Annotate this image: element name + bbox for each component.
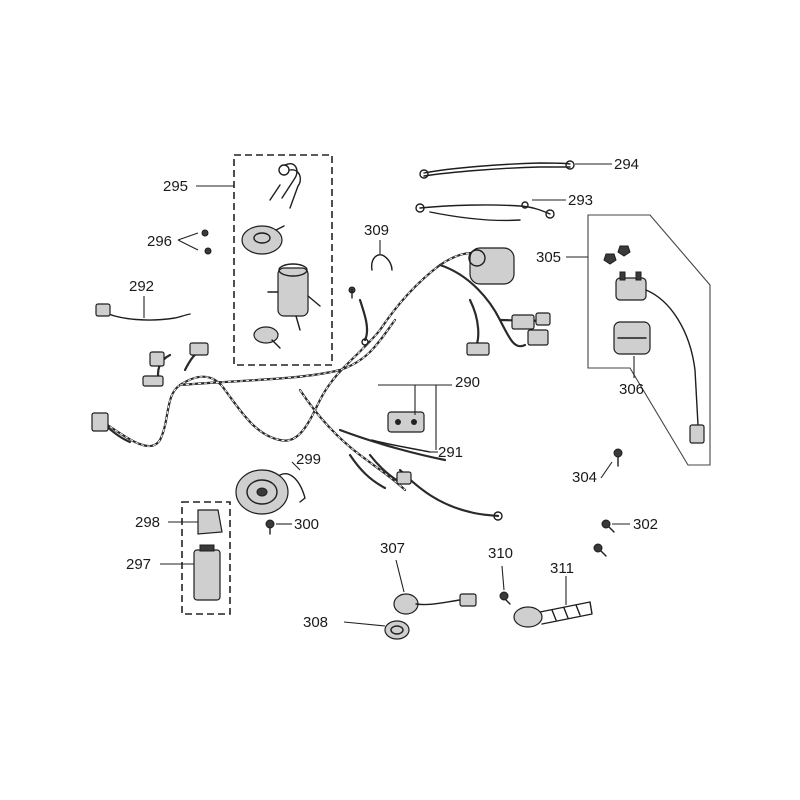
part-302-bolts (593, 519, 630, 557)
leader-290 (378, 384, 452, 450)
connector-left (91, 412, 109, 432)
part-300-bolt (265, 519, 292, 535)
keys (269, 163, 302, 209)
relay-rubber-boot (613, 321, 651, 355)
bracket-290-291 (371, 411, 431, 453)
connector-lower (396, 471, 412, 485)
connector-right-c (527, 329, 549, 346)
label-290: 290 (455, 374, 480, 391)
label-307: 307 (380, 540, 405, 557)
label-300: 300 (294, 516, 319, 533)
label-304: 304 (572, 469, 597, 486)
part-292-wire (95, 296, 191, 321)
ring-terminal (493, 511, 503, 521)
connector-small (142, 375, 164, 387)
part-297-regulator (160, 544, 221, 601)
part-number-labels: 290 291 292 293 294 295 296 297 298 299 … (126, 156, 658, 631)
harness-connectors (91, 312, 551, 521)
starter-relay (615, 271, 705, 444)
label-306: 306 (619, 381, 644, 398)
connector-right-a (466, 342, 490, 356)
label-309: 309 (364, 222, 389, 239)
part-307-switch (393, 559, 477, 615)
part-308-cap (343, 620, 410, 640)
connector-right-b (511, 314, 535, 330)
connector-right-d (535, 312, 551, 326)
part-298-rubber-cover (168, 509, 223, 535)
label-297: 297 (126, 556, 151, 573)
connector-upper (189, 342, 209, 356)
label-302: 302 (633, 516, 658, 533)
label-296: 296 (147, 233, 172, 250)
ignition-coil (468, 247, 515, 285)
label-308: 308 (303, 614, 328, 631)
label-298: 298 (135, 514, 160, 531)
part-299-horn (235, 461, 306, 515)
part-311-sensor (513, 576, 593, 628)
label-311: 311 (550, 560, 574, 577)
label-299: 299 (296, 451, 321, 468)
label-310: 310 (488, 545, 513, 562)
part-294-cable (419, 160, 612, 179)
connector-upper-left (149, 351, 165, 367)
label-292: 292 (129, 278, 154, 295)
part-309-clip (348, 240, 393, 299)
starter-relay-group-box (587, 214, 711, 466)
label-294: 294 (614, 156, 639, 173)
regulator-group-box (181, 501, 231, 615)
ring-terminal-small (361, 338, 369, 346)
part-293-cable (415, 199, 566, 222)
part-296-screws (177, 229, 212, 255)
label-295: 295 (163, 178, 188, 195)
ignition-switch-group-box (233, 154, 333, 366)
label-305: 305 (536, 249, 561, 266)
relay-nuts (603, 245, 631, 265)
part-304-bolt (600, 448, 623, 479)
label-291: 291 (438, 444, 463, 461)
switch-body (267, 263, 321, 331)
switch-cap (241, 225, 285, 255)
part-310-screw (499, 565, 511, 605)
lock-cylinder (253, 326, 281, 349)
label-293: 293 (568, 192, 593, 209)
